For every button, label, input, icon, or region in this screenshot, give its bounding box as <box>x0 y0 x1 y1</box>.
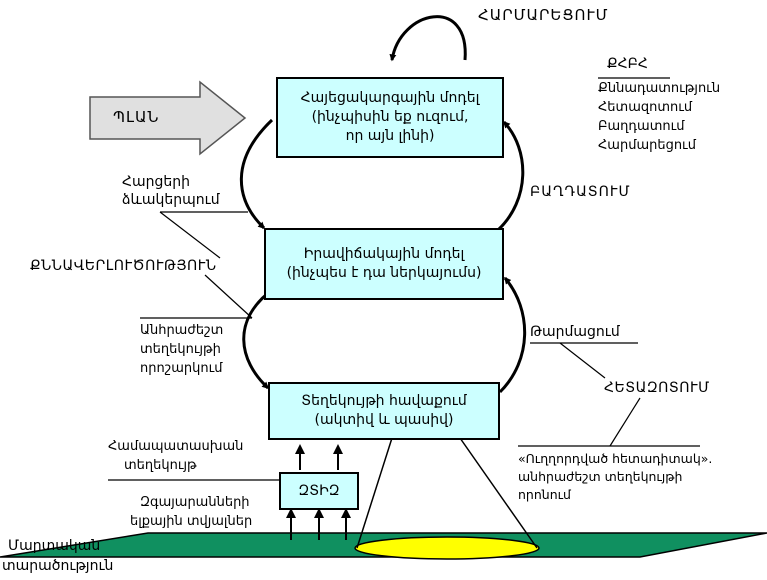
info-gathering-title: Տեղեկույթի հավաքում <box>301 393 467 410</box>
legend-title: ՔՀԲՀ <box>607 56 648 72</box>
adaptation-loop-arrow <box>389 15 467 62</box>
legend-item-adaptation: Հարմարեցում <box>598 137 696 153</box>
sensors-box: ԶՏԻԶ <box>279 472 359 510</box>
conceptual-model-title: Հայեցակարգային մոդել <box>300 90 480 107</box>
search-cone-left <box>356 437 393 549</box>
adaptation-label: ՀԱՐՄԱՐԵՑՈՒՄ <box>478 6 609 24</box>
info-to-realistic-arrow <box>498 276 527 394</box>
comparison-label: ԲԱՂԴԱՏՈՒՄ <box>530 184 631 200</box>
directed-telescope-line-2: անհրաժեշտ տեղեկույթի <box>518 469 683 485</box>
legend-item-critique: Քննադատություն <box>598 81 721 96</box>
directed-telescope-line-3: որոնում <box>518 487 571 503</box>
directed-telescope-line-1: «Ուղղորդված հետադիտակ». <box>518 451 713 466</box>
legend-item-research: Հետազոտում <box>598 99 693 115</box>
situational-model-title: Իրավիճակային մոդել <box>303 246 465 263</box>
legend-list: Քննադատություն Հետազոտում Բաղդատում Հարմ… <box>598 80 720 155</box>
directed-telescope-label: «Ուղղորդված հետադիտակ». անհրաժեշտ տեղեկո… <box>518 450 712 504</box>
sensor-output-line-2: ելքային տվյալներ <box>130 513 253 529</box>
sensor-output-label: Զգայարանների ելքային տվյալներ <box>130 494 252 532</box>
question-formulation-label-2: ձևակերպում <box>122 192 220 208</box>
sensors-title: ԶՏԻԶ <box>298 482 340 499</box>
research-label: ՀԵՏԱԶՈՏՈՒՄ <box>604 380 710 396</box>
focus-area-ellipse <box>354 536 540 560</box>
realistic-to-conceptual-arrow <box>496 120 525 232</box>
hetazotum-leader-down <box>609 397 641 447</box>
situational-model-box: Իրավիճակային մոդել (ինչպես է դա ներկայու… <box>264 228 504 300</box>
hetazotum-leader-up <box>559 342 606 379</box>
sensor-output-line-1: Զգայարանների <box>140 495 250 510</box>
relevant-info-line-1: Համապատասխան <box>108 439 244 454</box>
battlespace-line-1: Մարտական <box>8 538 101 554</box>
question-formulation-label-1: Հարցերի <box>122 174 191 190</box>
search-cone-right <box>459 437 538 549</box>
needed-info-line-3: որոշարկում <box>140 360 223 376</box>
plan-label: ՊԼԱՆ <box>113 108 160 126</box>
needed-info-label: Անհրաժեշտ տեղեկույթի որոշարկում <box>140 322 223 379</box>
conceptual-to-realistic-arrow <box>239 118 274 230</box>
analysis-label: ՔՆՆԱՎԵՐԼՈՒԾՈՒԹՅՈՒՆ <box>30 258 217 274</box>
info-gathering-box: Տեղեկույթի հավաքում (ակտիվ և պասիվ) <box>268 382 500 440</box>
needed-info-line-1: Անհրաժեշտ <box>140 323 224 338</box>
knnaverlutsutyun-leader-up <box>159 211 221 259</box>
knnaverlutsutyun-leader-down <box>204 274 253 319</box>
relevant-info-line-2: տեղեկույթ <box>124 457 197 473</box>
battlespace-line-2: տարածություն <box>2 558 114 575</box>
needed-info-line-2: տեղեկույթի <box>140 341 221 357</box>
conceptual-model-box: Հայեցակարգային մոդել (ինչպիսին եք ուզում… <box>276 77 504 158</box>
info-gathering-subtitle: (ակտիվ և պասիվ) <box>314 412 454 428</box>
realistic-to-info-arrow <box>242 288 273 390</box>
relevant-info-label: Համապատասխան տեղեկույթ <box>108 438 243 476</box>
update-label: Թարմացում <box>530 324 620 340</box>
conceptual-model-subtitle-2: որ այն լինի) <box>345 127 435 144</box>
battlespace-label: Մարտական տարածություն <box>2 536 113 577</box>
situational-model-subtitle: (ինչպես է դա ներկայումս) <box>286 265 482 281</box>
conceptual-model-subtitle-1: (ինչպիսին եք ուզում, <box>311 109 469 126</box>
plan-arrow <box>89 80 247 156</box>
legend-item-comparison: Բաղդատում <box>598 118 685 134</box>
